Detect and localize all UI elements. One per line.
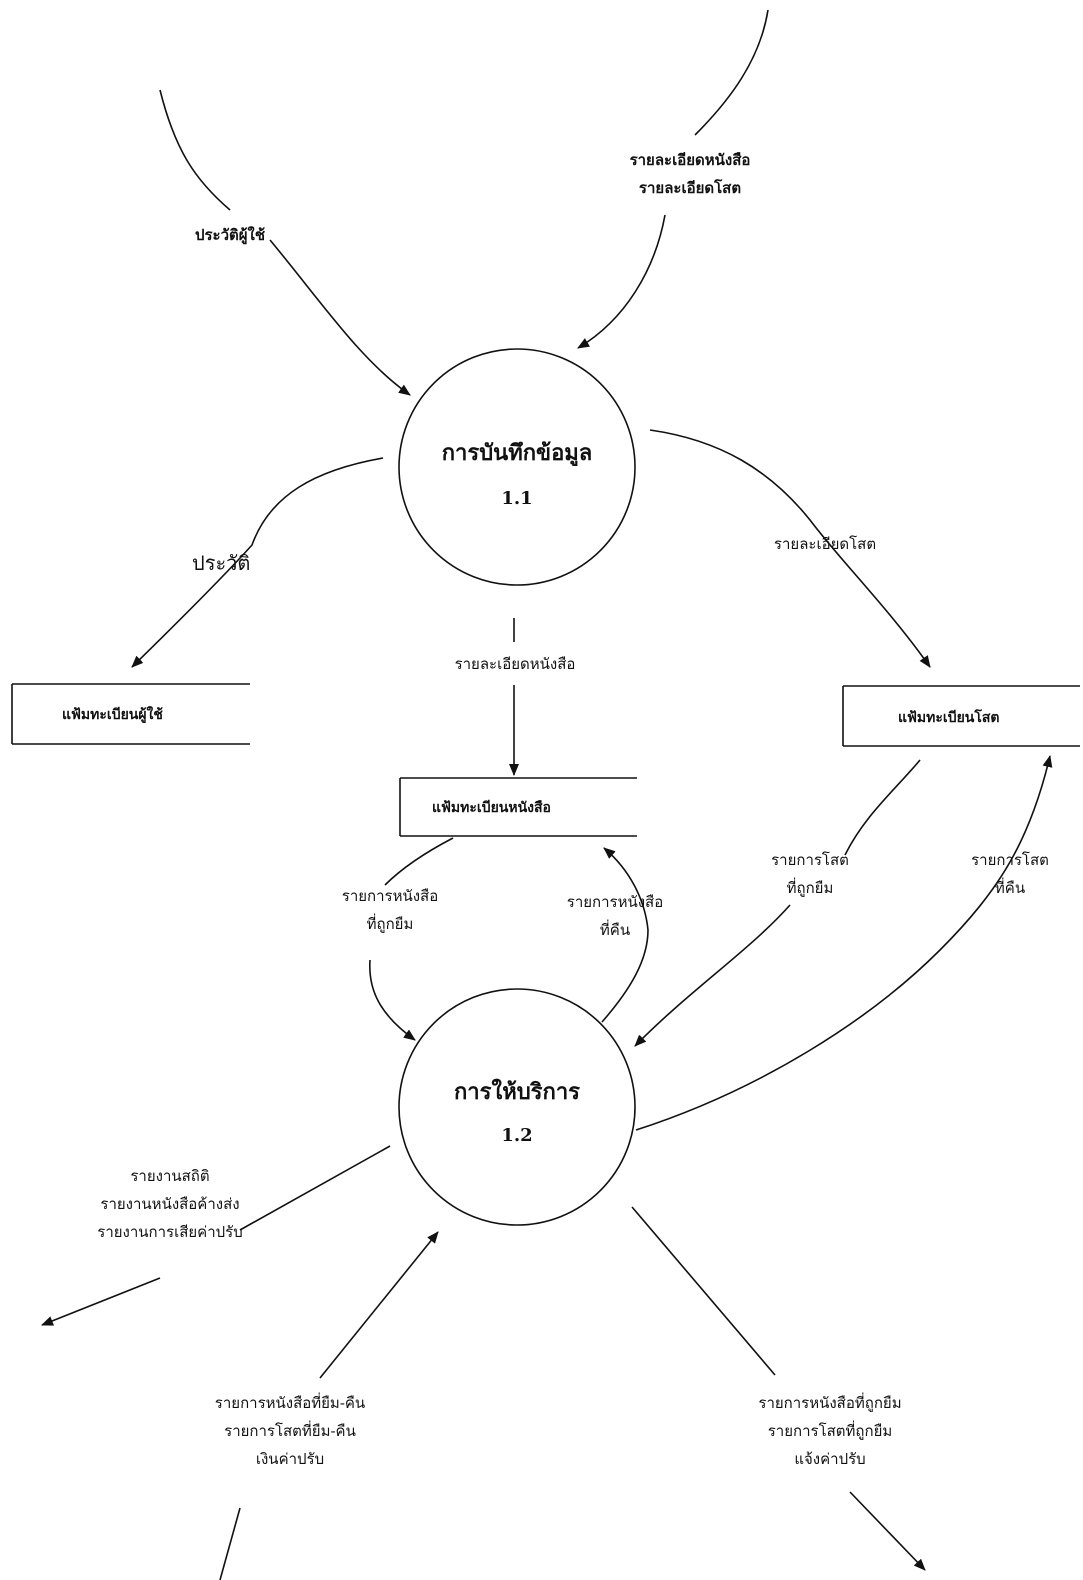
label-borrowed-out: รายการหนังสือที่ถูกยืม รายการโสตที่ถูกยื… (758, 1394, 902, 1468)
label-user-history-in: ประวัติผู้ใช้ (194, 226, 266, 244)
process-1-2-number: 1.2 (501, 1125, 533, 1146)
flow-borrow-return-bottom (219, 1507, 241, 1580)
flow-reports-top (239, 1145, 391, 1231)
flow-borrowed-books-top (384, 837, 454, 886)
label-reports-out: รายงานสถิติ รายงานหนังสือค้างส่ง รายงานก… (97, 1167, 243, 1241)
label-borrowed-books: รายการหนังสือ ที่ถูกยืม (341, 887, 439, 933)
label-av-details-to-av-file: รายละเอียดโสต (773, 535, 877, 553)
flow-book-av-details-bottom (577, 214, 666, 349)
store-av-file-label: แฟ้มทะเบียนโสต (898, 710, 1000, 726)
flow-returned-av (635, 755, 1053, 1131)
flow-borrowed-out-bottom (849, 1491, 926, 1571)
flow-reports-bottom (41, 1277, 161, 1326)
flow-user-history-bottom (269, 239, 411, 396)
store-user-file-label: แฟ้มทะเบียนผู้ใช้ (62, 707, 163, 723)
flow-borrowed-av-top (844, 759, 921, 856)
flow-borrowed-av-bottom (634, 904, 791, 1047)
store-box-book-file (399, 777, 637, 837)
process-1-1-name: การบันทึกข้อมูล (441, 440, 593, 466)
store-box-user-file (11, 683, 250, 745)
label-returned-av: รายการโสต ที่คืน (971, 851, 1049, 897)
store-box-av-file (842, 685, 1080, 747)
flow-book-av-details-top (694, 9, 769, 136)
label-history-to-user-file: ประวัติ (192, 551, 251, 575)
process-1-2-name: การให้บริการ (453, 1079, 580, 1105)
flow-user-history-top (159, 89, 231, 211)
flow-history-to-user-file (131, 457, 384, 668)
process-circle-1-2 (398, 988, 636, 1226)
flow-av-details-to-av-file (649, 429, 931, 668)
process-circle-1-1 (398, 348, 636, 586)
label-returned-books: รายการหนังสือ ที่คืน (566, 893, 664, 939)
process-1-1-number: 1.1 (501, 488, 533, 509)
store-book-file-label: แฟ้มทะเบียนหนังสือ (432, 800, 551, 816)
label-borrowed-av: รายการโสต ที่ถูกยืม (771, 851, 849, 897)
label-borrow-return-in: รายการหนังสือที่ยืม-คืน รายการโสตที่ยืม-… (214, 1394, 366, 1468)
flow-returned-books (601, 847, 649, 1023)
flow-borrowed-out-top (631, 1206, 776, 1376)
label-book-av-details-in: รายละเอียดหนังสือ รายละเอียดโสต (629, 151, 751, 197)
flow-borrow-return-in (319, 1231, 439, 1379)
label-book-details-to-book-file: รายละเอียดหนังสือ (454, 655, 576, 673)
flow-borrowed-books-bottom (369, 959, 416, 1041)
